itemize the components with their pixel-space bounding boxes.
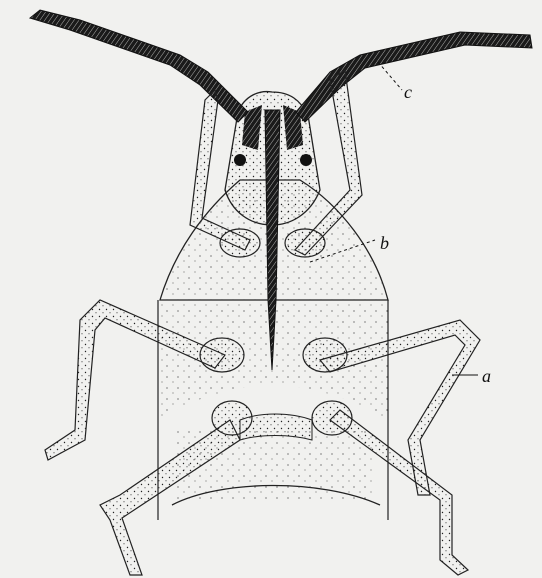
coxa-hind-right [312, 401, 352, 435]
eye-left-icon [234, 154, 246, 166]
coxa-middle-right [303, 338, 347, 372]
coxa-middle-left [200, 338, 244, 372]
eye-right-icon [300, 154, 312, 166]
coxa-hind-left [212, 401, 252, 435]
label-c: c [404, 82, 412, 103]
coxa-front-left [220, 229, 260, 257]
coxa-front-right [285, 229, 325, 257]
label-a: a [482, 366, 491, 387]
antenna-right [296, 32, 532, 122]
leader-line-c [378, 62, 402, 90]
label-b: b [380, 233, 389, 254]
